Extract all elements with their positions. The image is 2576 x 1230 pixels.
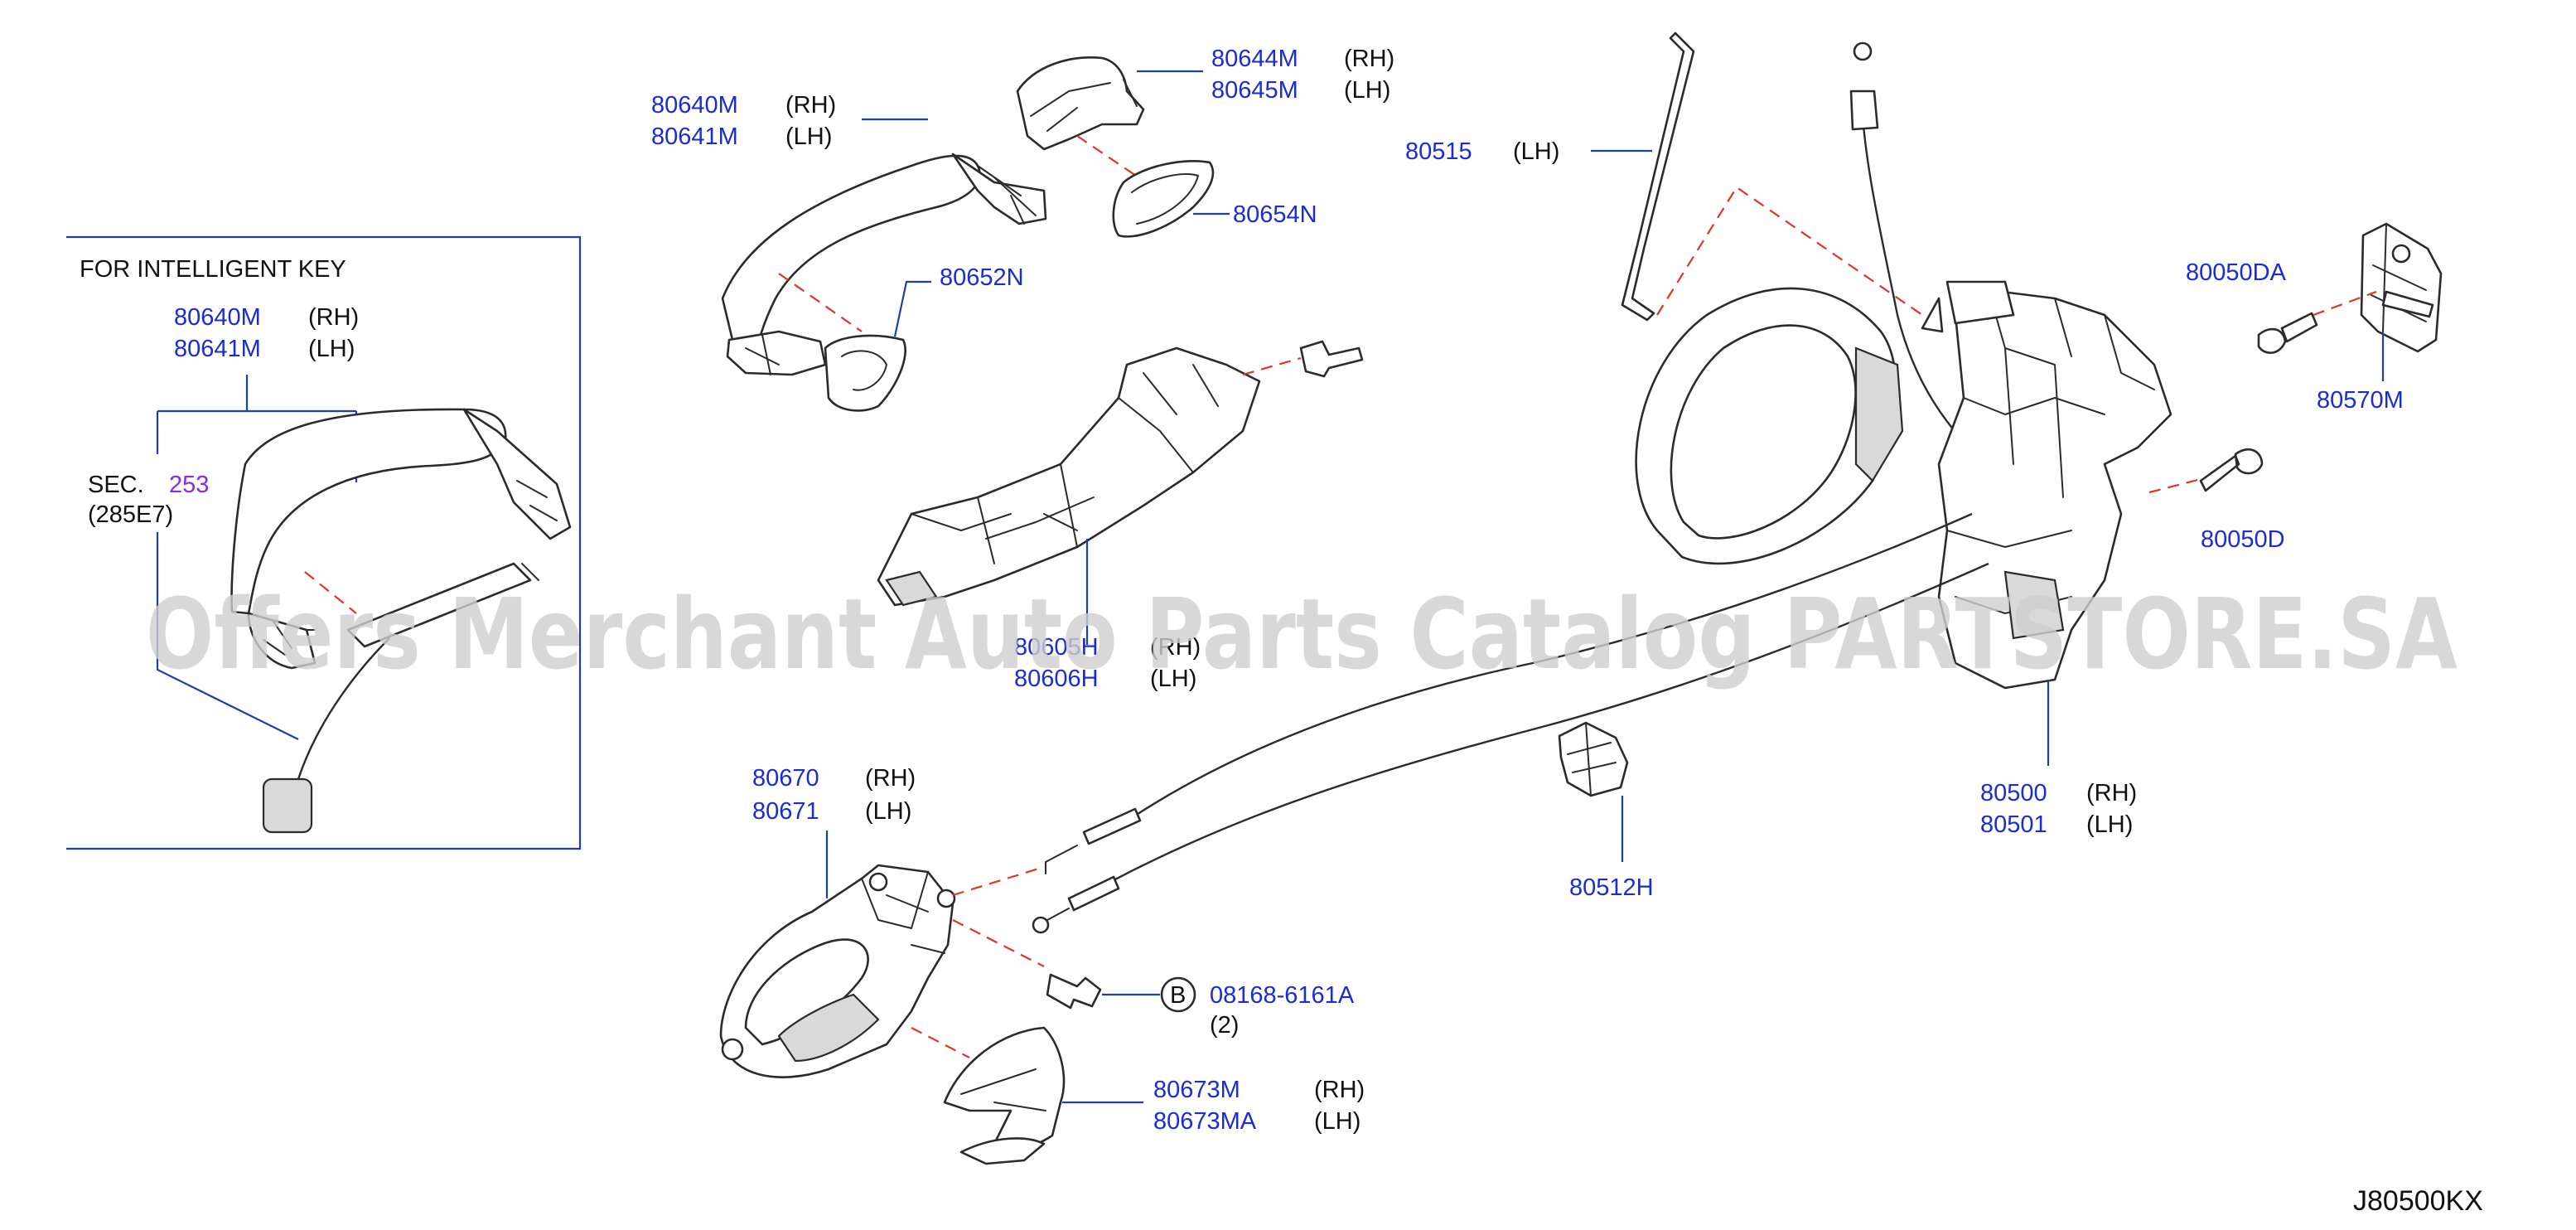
inside-handle-cable-upper (1134, 512, 1973, 817)
leader-80652N (893, 280, 931, 337)
part-80645M-side: (LH) (1344, 77, 1390, 104)
part-80673M[interactable]: 80673M (1153, 1077, 1240, 1103)
part-80640M[interactable]: 80640M (651, 92, 738, 119)
inset-title: FOR INTELLIGENT KEY (80, 256, 346, 283)
cable-end-fitting (1849, 90, 1879, 131)
watermark: Offers Merchant Auto Parts Catalog PARTS… (146, 577, 2458, 691)
cable-sleeve-lower (1067, 875, 1120, 912)
part-80500[interactable]: 80500 (1980, 780, 2047, 806)
part-80515-side: (LH) (1513, 138, 1559, 165)
inset-leader (156, 375, 358, 482)
inset-part-80641M[interactable]: 80641M (174, 336, 261, 362)
inset-sec-sub: (285E7) (88, 501, 173, 528)
inset-part-80640M-side: (RH) (308, 304, 359, 331)
part-80644M-side: (RH) (1344, 46, 1394, 72)
part-80670[interactable]: 80670 (752, 765, 819, 792)
bezel-guide (911, 1027, 970, 1058)
inset-sec-number[interactable]: 253 (169, 472, 209, 498)
inset-part-80640M[interactable]: 80640M (174, 304, 261, 331)
part-80570M[interactable]: 80570M (2317, 387, 2404, 414)
door-striker (2360, 222, 2443, 353)
part-80673MA[interactable]: 80673MA (1153, 1108, 1257, 1135)
part-80050DA[interactable]: 80050DA (2186, 259, 2287, 286)
cable-sleeve-upper (1082, 807, 1142, 845)
inside-handle-cable-lower (1109, 562, 1989, 884)
inset-outside-handle (230, 408, 572, 834)
part-80501[interactable]: 80501 (1980, 811, 2047, 838)
cable-end-hook (1045, 845, 1078, 874)
diagram-code: J80500KX (2353, 1185, 2483, 1217)
part-80673M-side: (RH) (1314, 1077, 1365, 1103)
part-80671[interactable]: 80671 (752, 798, 819, 825)
part-80671-side: (LH) (865, 798, 911, 825)
part-80670-side: (RH) (865, 765, 916, 792)
part-80606H[interactable]: 80606H (1014, 666, 1099, 692)
inside-handle-guide-lower (952, 919, 1045, 967)
inset-part-80641M-side: (LH) (308, 336, 355, 362)
outside-handle-assembly (721, 153, 1047, 412)
door-lock-actuator (1921, 280, 2172, 690)
lock-bolt-guide (2148, 474, 2215, 494)
part-80500-side: (RH) (2086, 780, 2137, 806)
inside-handle-bezel (943, 1026, 1066, 1165)
handle-bracket (877, 340, 1364, 607)
part-80654N[interactable]: 80654N (1233, 201, 1317, 228)
bolt-marker: B (1170, 982, 1186, 1009)
bolt-marker-circle (1160, 976, 1196, 1013)
part-80050D[interactable]: 80050D (2201, 526, 2285, 553)
lock-rod (1621, 31, 1695, 322)
inside-handle-guide-upper (952, 865, 1045, 897)
handle-cap-escutcheon (1016, 56, 1215, 238)
lock-bolt (2199, 448, 2264, 492)
part-80645M[interactable]: 80645M (1211, 77, 1298, 104)
handle-screw (1046, 973, 1102, 1010)
part-80641M-side: (LH) (785, 123, 832, 150)
intelligent-key-inset-frame (66, 235, 582, 850)
part-80644M[interactable]: 80644M (1211, 46, 1298, 72)
inset-sec-label: SEC. (88, 472, 144, 498)
part-80605H[interactable]: 80605H (1014, 634, 1099, 661)
part-80673MA-side: (LH) (1314, 1108, 1360, 1135)
part-80512H[interactable]: 80512H (1569, 874, 1654, 901)
part-80606H-side: (LH) (1150, 666, 1196, 692)
part-80652N[interactable]: 80652N (940, 264, 1024, 291)
part-80605H-side: (RH) (1150, 634, 1201, 661)
part-80515[interactable]: 80515 (1405, 138, 1472, 165)
part-80640M-side: (RH) (785, 92, 836, 119)
cable-loop (1635, 287, 1904, 565)
striker-screw (2257, 312, 2318, 354)
part-08168-qty: (2) (1210, 1012, 1239, 1039)
inset-sec-leader (156, 532, 299, 740)
part-08168-6161A[interactable]: 08168-6161A (1210, 982, 1355, 1009)
key-cylinder-cable (1859, 90, 1989, 465)
cable-clip (1558, 721, 1629, 797)
part-80641M[interactable]: 80641M (651, 123, 738, 150)
part-80501-side: (LH) (2086, 811, 2133, 838)
inside-handle (719, 864, 956, 1078)
striker-guide (2313, 290, 2377, 317)
